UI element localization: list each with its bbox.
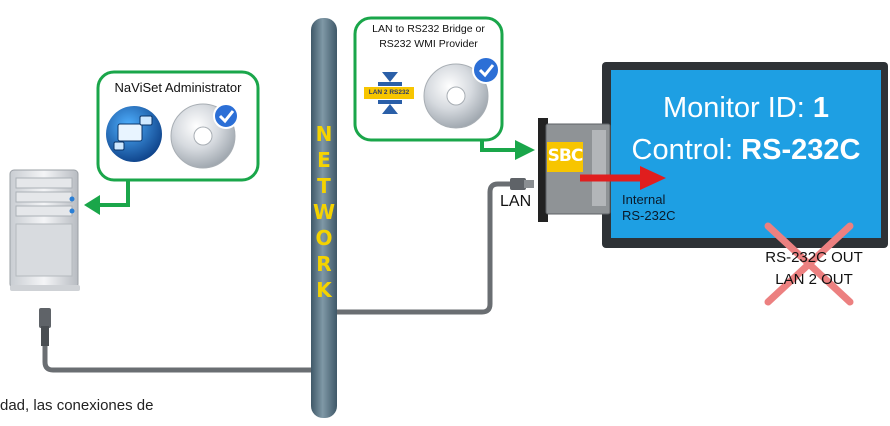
network-pole [311,18,337,418]
checkmark-badge-icon [213,103,239,129]
ethernet-plug-icon [39,308,51,346]
network-letter-w: W [312,200,336,224]
sbc-module [538,118,611,222]
monitor [602,62,888,248]
admin-arrow-line [99,180,130,207]
monitor-screen [611,70,881,238]
ethernet-plug-icon [510,178,534,190]
internal-label-line1: Internal [622,192,666,207]
monitor-id-line: Monitor ID: 1 [611,92,881,125]
network-letter-t: T [317,174,331,198]
checkmark-badge-icon [472,56,500,84]
monitor-id-value: 1 [812,92,829,124]
admin-box-title: NaViSet Administrator [114,80,242,95]
caption-text: dad, las conexiones de [0,397,154,414]
monitor-control-label: Control: [631,134,742,166]
sbc-label: SBC [547,146,584,166]
monitor-id-label: Monitor ID: [662,92,813,124]
bridge-arrow-line [480,140,515,152]
server-cable [42,345,316,373]
bridge-box-title-line2: RS232 WMI Provider [379,38,478,50]
monitor-control-line: Control: RS-232C [611,134,881,167]
network-monitor-app-icon [106,106,162,162]
bridge-icon-label: LAN 2 RS232 [368,89,410,96]
internal-label-line2: RS-232C [622,208,676,223]
lan-to-rs232-bridge-icon [364,72,414,114]
network-letter-e: E [317,148,331,172]
bridge-arrow-head [515,140,535,160]
admin-arrow-head [84,195,100,215]
lan-label: LAN [500,193,532,210]
server-tower-icon [9,169,80,291]
cd-disc-icon [423,63,489,129]
bridge-box-title-line1: LAN to RS232 Bridge or [372,23,485,35]
network-letter-r: R [316,252,332,276]
internal-arrow-head [640,166,666,190]
red-x-icon [764,222,854,306]
output-lan2: LAN 2 OUT [775,271,853,288]
network-letter-o: O [315,226,333,250]
sbc-cable [331,181,512,315]
network-letter-k: K [316,278,332,302]
network-letter-n: N [315,122,333,146]
monitor-control-value: RS-232C [741,134,861,166]
output-rs232c: RS-232C OUT [765,249,863,266]
